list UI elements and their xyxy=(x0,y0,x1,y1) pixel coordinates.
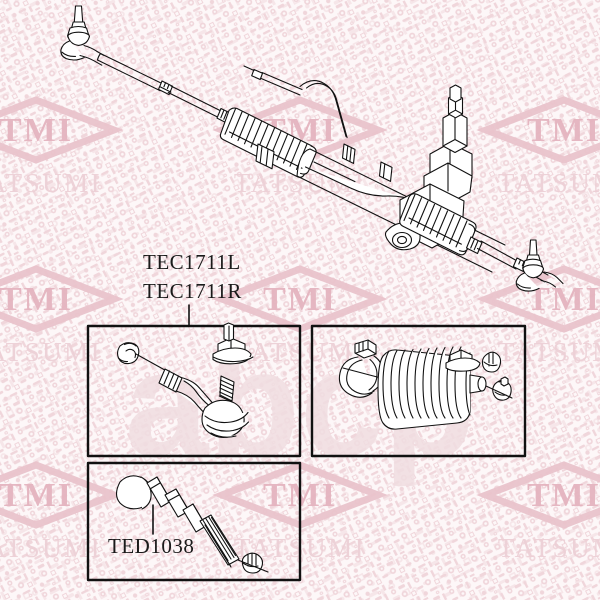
tie-rod-end-detail xyxy=(86,322,302,458)
inner-rod-body xyxy=(146,476,207,533)
pinion-valve-housing xyxy=(423,84,473,205)
tie-rod-shaft-right xyxy=(476,240,520,270)
label-part-right: TEC1711R xyxy=(143,279,242,303)
label-part-left: TEC1711L xyxy=(143,250,241,274)
hydraulic-line xyxy=(243,65,348,139)
boot-nut xyxy=(445,349,481,372)
rack-mount-lug-1 xyxy=(341,143,356,164)
inner-rod-thread xyxy=(199,514,240,568)
rack-boot-detail xyxy=(310,324,527,458)
boot-clip xyxy=(481,351,502,373)
bushing-sleeve xyxy=(116,342,140,365)
tie-rod-end-right xyxy=(515,239,564,292)
label-part-axial: TED1038 xyxy=(108,534,195,558)
ball-housing xyxy=(201,399,250,439)
inner-rod-clamp xyxy=(237,552,269,574)
inner-rod-ball-head xyxy=(115,475,152,510)
tie-rod-clamp-left xyxy=(157,80,174,96)
boot-small-end xyxy=(469,374,487,394)
rack-mount-lug-2 xyxy=(378,161,393,182)
boot-clamp-small xyxy=(485,376,513,401)
rack-boot-right xyxy=(399,193,477,256)
tie-rod-end-left xyxy=(60,5,105,66)
inner-joint-sleeve-right xyxy=(458,223,483,255)
boot-clamp-large xyxy=(338,339,384,398)
leader-lines xyxy=(152,304,190,535)
castle-nut xyxy=(212,322,254,365)
rack-boot xyxy=(377,346,471,430)
tie-rod-shaft-left xyxy=(96,52,164,92)
steering-gear-assembly xyxy=(60,5,564,292)
axial-rod-detail xyxy=(86,461,302,582)
rack-boot-left xyxy=(219,107,315,178)
mounting-bracket-left xyxy=(255,143,275,170)
ball-stud xyxy=(218,375,235,403)
boot-collar-left xyxy=(299,145,317,175)
tie-rod-shaft-left-2 xyxy=(167,85,223,119)
